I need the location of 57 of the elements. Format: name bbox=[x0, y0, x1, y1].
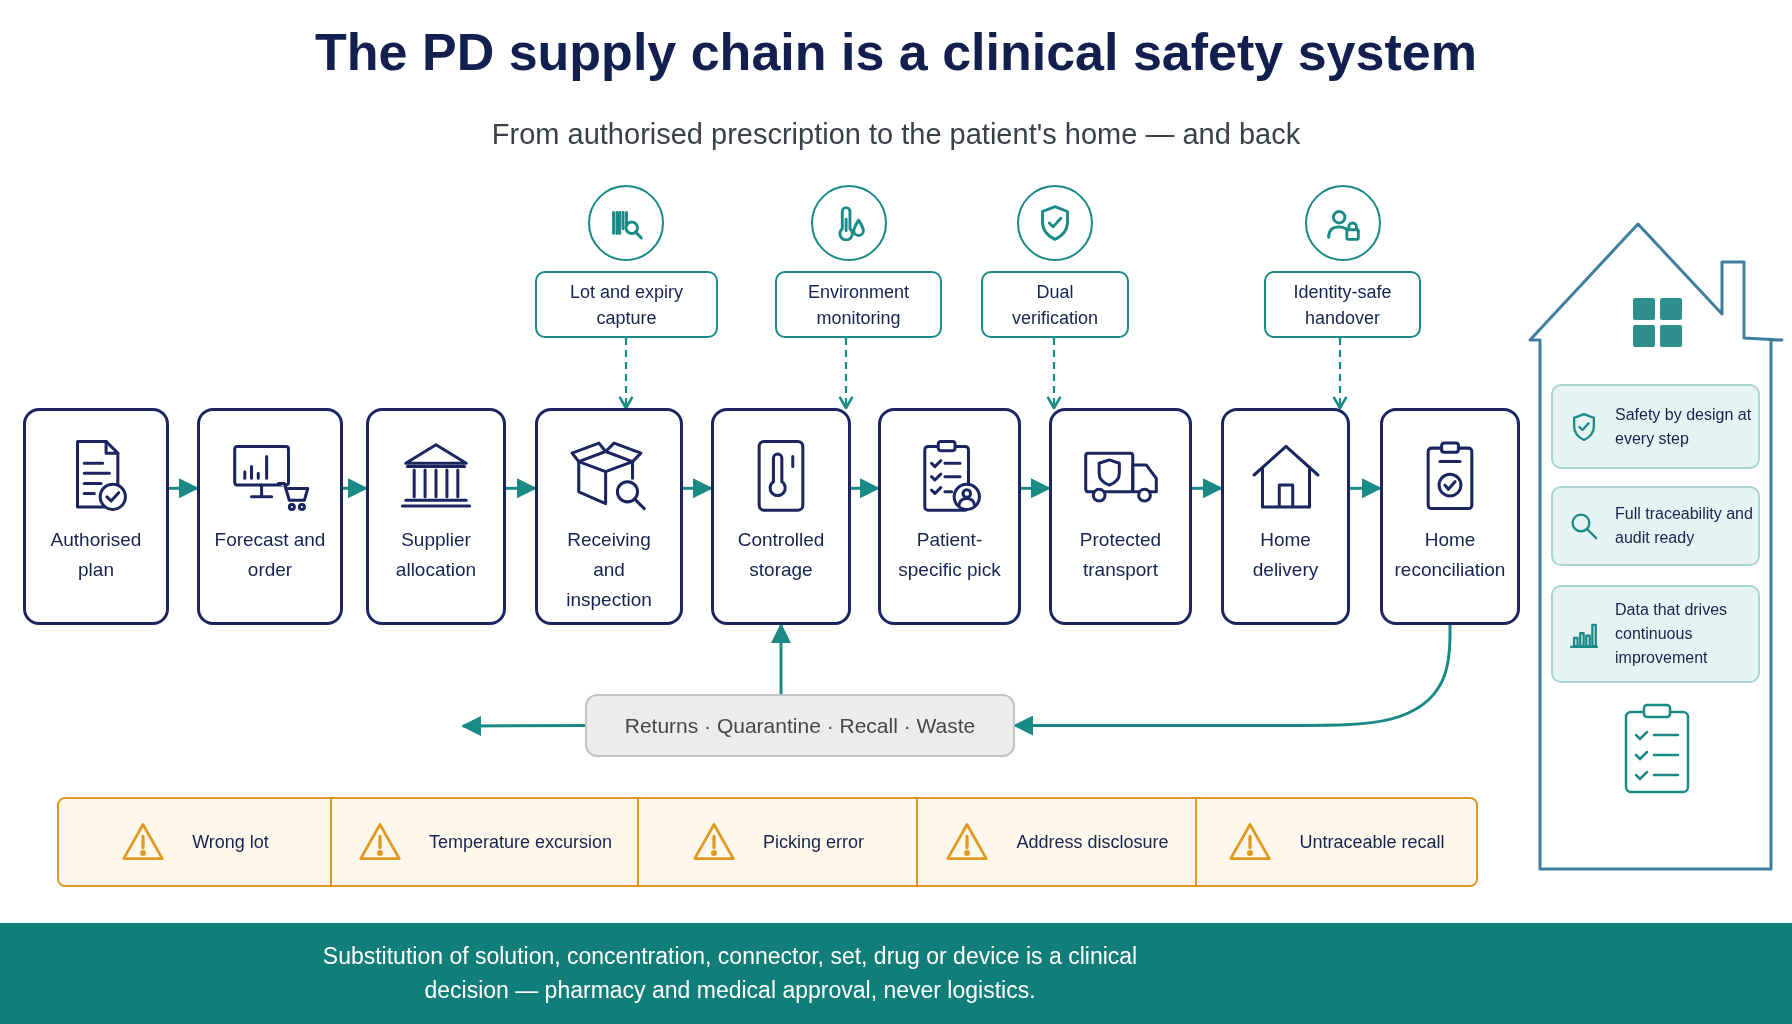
control-label: Identity-safe handover bbox=[1292, 280, 1393, 330]
arrow bbox=[1192, 478, 1223, 499]
process-box bbox=[197, 408, 343, 625]
risk-label: Address disclosure bbox=[1016, 831, 1169, 853]
arrow bbox=[461, 715, 585, 736]
process-box bbox=[366, 408, 506, 625]
arrow bbox=[506, 478, 537, 499]
step-label: Patient-specific pick bbox=[897, 528, 1002, 582]
arrow bbox=[169, 478, 199, 499]
footer-note: Substitution of solution, concentration, connector, set, drug or device is a clinical decision — pharmacy and medical approval, never logistics. bbox=[321, 942, 1139, 1005]
control-box bbox=[981, 271, 1129, 338]
control-box bbox=[775, 271, 942, 338]
card-text: Data that drives continuous improvement bbox=[1615, 600, 1729, 668]
principle-card bbox=[1551, 486, 1760, 566]
control-label: Lot and expiry capture bbox=[568, 280, 685, 330]
arrow bbox=[1350, 478, 1382, 499]
control-box bbox=[535, 271, 718, 338]
principle-card bbox=[1551, 384, 1760, 469]
process-box bbox=[1380, 408, 1520, 625]
risk-label: Untraceable recall bbox=[1299, 831, 1445, 853]
control-label: Environment monitoring bbox=[806, 280, 911, 330]
arrow bbox=[683, 478, 713, 499]
dashed-arrow bbox=[1046, 338, 1062, 410]
subtitle: From authorised prescription to the patient's home — and back bbox=[490, 118, 1302, 151]
process-box bbox=[1049, 408, 1192, 625]
arrow bbox=[343, 478, 368, 499]
principle-card bbox=[1551, 585, 1760, 683]
risk-label: Temperature excursion bbox=[428, 831, 613, 853]
returns-label: Returns · Quarantine · Recall · Waste bbox=[624, 713, 976, 738]
risk-label: Picking error bbox=[763, 831, 864, 853]
card-text: Full traceability and audit ready bbox=[1615, 504, 1754, 548]
control-box bbox=[1264, 271, 1421, 338]
dashed-arrow bbox=[838, 338, 854, 410]
step-label: Home reconciliation bbox=[1393, 528, 1507, 582]
arrow bbox=[851, 478, 880, 499]
arrow bbox=[1021, 478, 1051, 499]
step-label: Supplier allocation bbox=[394, 528, 478, 582]
returns-box bbox=[585, 694, 1015, 757]
process-box bbox=[711, 408, 851, 625]
process-box bbox=[1221, 408, 1350, 625]
step-label: Home delivery bbox=[1251, 528, 1320, 582]
control-label: Dual verification bbox=[1010, 280, 1099, 330]
step-label: Forecast and order bbox=[213, 528, 327, 582]
step-label: Authorised plan bbox=[49, 528, 143, 582]
process-box bbox=[878, 408, 1021, 625]
step-label: Receiving and inspection bbox=[565, 528, 653, 612]
risk-label: Wrong lot bbox=[192, 831, 269, 853]
process-box bbox=[535, 408, 683, 625]
arrow bbox=[771, 623, 791, 694]
card-text: Safety by design at every step bbox=[1615, 404, 1753, 449]
process-box bbox=[23, 408, 169, 625]
arrow bbox=[1013, 625, 1452, 736]
step-label: Protected transport bbox=[1078, 528, 1163, 582]
dashed-arrow bbox=[1332, 338, 1348, 410]
title: The PD supply chain is a clinical safety system bbox=[314, 22, 1478, 82]
step-label: Controlled storage bbox=[736, 528, 826, 582]
dashed-arrow bbox=[618, 338, 634, 410]
